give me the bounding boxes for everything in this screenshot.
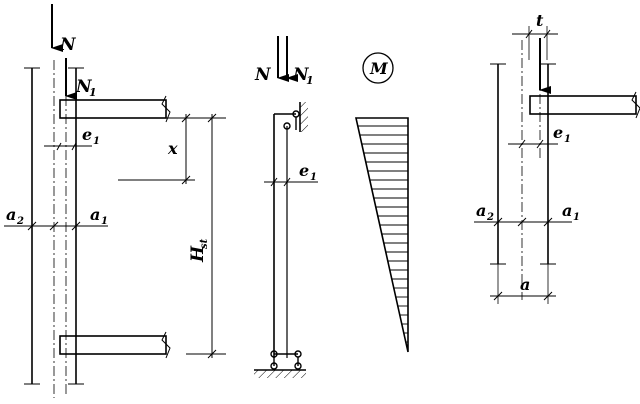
label-N1-left: N 1: [75, 77, 97, 99]
label-e1-right: e 1: [553, 123, 571, 145]
svg-text:st: st: [199, 238, 210, 249]
wall-section-left: [24, 4, 171, 398]
dimension-x: x: [118, 113, 195, 185]
label-N1-middle: N 1: [292, 65, 314, 87]
label-a: a: [520, 275, 530, 294]
svg-text:t: t: [536, 11, 544, 30]
moment-diagram: [355, 117, 409, 353]
svg-text:H: H: [188, 245, 208, 263]
label-a1-right: a 1: [562, 201, 580, 223]
svg-text:N: N: [292, 65, 310, 85]
moment-label: M: [362, 52, 394, 84]
svg-text:1: 1: [306, 74, 314, 87]
label-N-left: N: [59, 35, 77, 55]
svg-text:1: 1: [310, 172, 317, 183]
svg-text:M: M: [369, 59, 389, 78]
svg-text:N: N: [75, 77, 93, 97]
svg-text:x: x: [167, 139, 178, 158]
svg-text:e: e: [299, 161, 309, 180]
svg-text:2: 2: [486, 212, 494, 223]
svg-text:1: 1: [93, 136, 100, 147]
svg-text:2: 2: [16, 216, 24, 227]
dimension-a2-a1-left: a 2 a 1: [4, 205, 108, 231]
svg-text:a: a: [6, 205, 16, 224]
dimension-e1-left: e 1: [44, 125, 100, 151]
svg-text:1: 1: [564, 134, 571, 145]
svg-text:N: N: [254, 65, 272, 85]
static-scheme: [254, 36, 318, 378]
svg-text:a: a: [562, 201, 572, 220]
svg-text:N: N: [59, 35, 77, 55]
svg-text:1: 1: [89, 86, 97, 99]
label-e1-middle: e 1: [299, 161, 317, 183]
wall-section-right: [474, 26, 640, 304]
label-a2-right: a 2: [476, 201, 494, 223]
svg-text:1: 1: [573, 212, 580, 223]
svg-text:e: e: [82, 125, 92, 144]
svg-text:a: a: [520, 275, 530, 294]
svg-text:1: 1: [101, 216, 108, 227]
dimension-H-st: H st: [186, 113, 226, 359]
svg-text:a: a: [90, 205, 100, 224]
svg-text:a: a: [476, 201, 486, 220]
label-N-middle: N: [254, 65, 272, 85]
label-t: t: [536, 11, 544, 30]
svg-text:e: e: [553, 123, 563, 142]
